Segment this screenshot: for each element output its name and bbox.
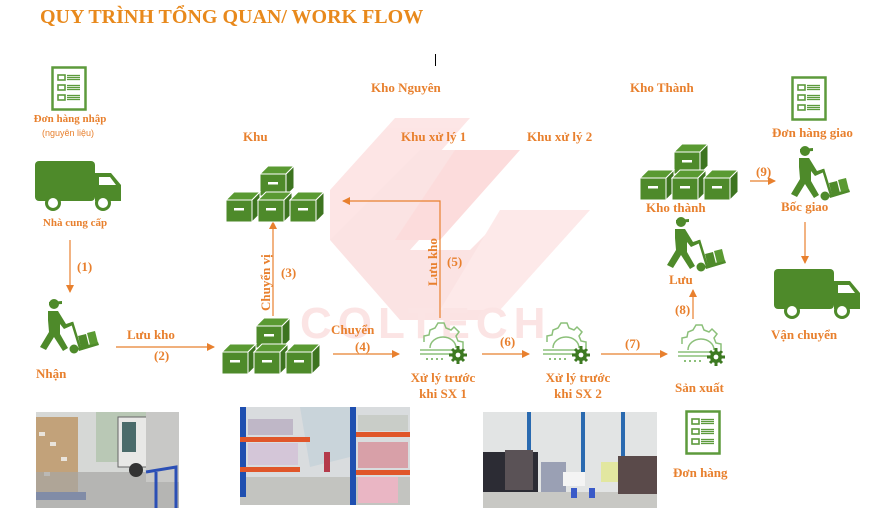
step-6-label: (6) <box>500 334 516 349</box>
section-kho-nguyen: Kho Nguyên <box>371 80 441 95</box>
step-1-label: (1) <box>77 259 93 274</box>
section-khu-xu-ly-1: Khu xử lý 1 <box>401 129 467 144</box>
hand-truck-worker-icon <box>789 145 852 202</box>
node-don-hang-giao-label: Đơn hàng giao <box>772 125 853 140</box>
node-don-hang-nhap-label: Đơn hàng nhập <box>33 113 107 125</box>
step-5-label: (5) <box>447 254 463 269</box>
coltech-watermark-text: COLTECH <box>300 299 551 348</box>
boxes-icon <box>226 166 328 224</box>
truck-icon <box>774 269 860 319</box>
node-nhan-label: Nhận <box>36 366 67 381</box>
node-xu-ly-1-label-line2: khi SX 1 <box>419 386 467 401</box>
text-cursor <box>435 54 436 66</box>
hand-truck-worker-icon <box>38 298 101 355</box>
step-2-label: (2) <box>154 348 170 363</box>
document-list-icon <box>791 76 827 121</box>
step-8-label: (8) <box>675 302 691 317</box>
truck-icon <box>35 161 121 211</box>
step-3-label: (3) <box>281 265 297 280</box>
node-xu-ly-2-label-line2: khi SX 2 <box>554 386 602 401</box>
coltech-logo <box>330 118 590 320</box>
gear-process-icon <box>541 321 592 366</box>
edge-4-label: Chuyển <box>331 322 375 337</box>
hand-truck-worker-icon <box>665 216 728 273</box>
page-title: QUY TRÌNH TỔNG QUAN/ WORK FLOW <box>40 6 424 28</box>
processing-area-photo <box>483 412 657 508</box>
boxes-icon <box>222 318 324 376</box>
edge-3-label: Chuyển vị <box>258 254 273 311</box>
step-4-label: (4) <box>355 339 371 354</box>
node-xu-ly-2-label-line1: Xử lý trước <box>545 370 611 385</box>
arrow-5 <box>342 197 441 318</box>
node-nha-cung-cap-label: Nhà cung cấp <box>42 217 108 229</box>
node-van-chuyen-label: Vận chuyển <box>771 327 838 342</box>
gear-process-icon <box>418 321 469 366</box>
step-9-label: (9) <box>756 164 772 179</box>
document-list-icon <box>51 66 87 111</box>
step-7-label: (7) <box>625 336 641 351</box>
section-khu: Khu <box>243 129 268 144</box>
node-don-hang-nhap-sublabel: (nguyên liệu) <box>41 128 95 138</box>
node-luu-label: Lưu <box>669 272 693 287</box>
node-don-hang-label: Đơn hàng <box>673 465 728 480</box>
edge-5-label: Lưu kho <box>425 238 440 286</box>
node-kho-thanh-label: Kho thành <box>646 200 706 215</box>
gear-process-icon <box>676 323 727 368</box>
boxes-icon <box>640 144 742 202</box>
raw-warehouse-photo <box>240 407 410 505</box>
receiving-area-photo <box>36 412 179 508</box>
node-san-xuat-label: Sản xuất <box>675 380 724 395</box>
section-kho-thanh: Kho Thành <box>630 80 694 95</box>
document-list-icon <box>685 410 721 455</box>
section-khu-xu-ly-2: Khu xử lý 2 <box>527 129 593 144</box>
node-xu-ly-1-label-line1: Xử lý trước <box>410 370 476 385</box>
node-boc-giao-label: Bốc giao <box>781 199 829 214</box>
edge-2-label: Lưu kho <box>127 327 175 342</box>
